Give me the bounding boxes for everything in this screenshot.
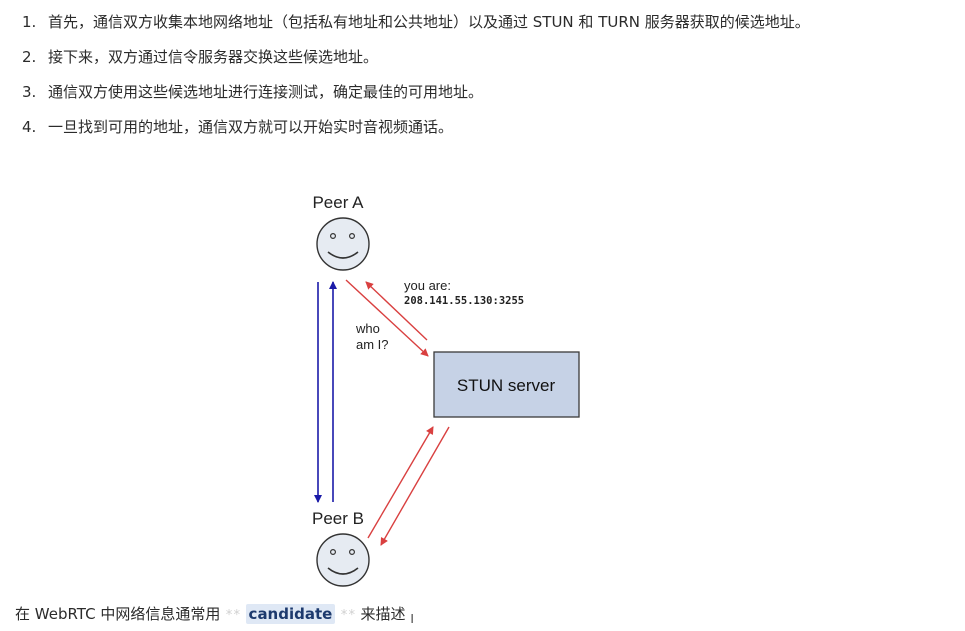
stun-server-label: STUN server <box>457 376 556 395</box>
markdown-stars-left: ** <box>225 608 241 623</box>
caption-prefix: 在 WebRTC 中网络信息通常用 <box>15 605 221 623</box>
list-item: 4. 一旦找到可用的地址，通信双方就可以开始实时音视频通话。 <box>22 115 882 139</box>
markdown-stars-right: ** <box>340 608 356 623</box>
public-address-label: 208.141.55.130:3255 <box>404 295 524 307</box>
text-cursor-icon: I <box>410 612 414 626</box>
who-label: who <box>355 321 380 336</box>
red-arrow-b-to-server <box>367 426 434 539</box>
caption-line: 在 WebRTC 中网络信息通常用 ** candidate ** 来描述 I <box>15 602 414 631</box>
peer-b-face-icon <box>316 533 370 587</box>
peer-a-face-icon <box>316 217 370 271</box>
list-text: 通信双方使用这些候选地址进行连接测试，确定最佳的可用地址。 <box>48 83 484 101</box>
list-text: 一旦找到可用的地址，通信双方就可以开始实时音视频通话。 <box>48 118 454 136</box>
list-item: 1. 首先，通信双方收集本地网络地址（包括私有地址和公共地址）以及通过 STUN… <box>22 10 882 34</box>
stun-server-box <box>433 351 580 418</box>
list-number: 2. <box>22 48 37 66</box>
list-text: 首先，通信双方收集本地网络地址（包括私有地址和公共地址）以及通过 STUN 和 … <box>48 13 810 31</box>
candidate-term[interactable]: candidate <box>245 604 336 624</box>
peer-a-label: Peer A <box>312 193 364 212</box>
list-item: 3. 通信双方使用这些候选地址进行连接测试，确定最佳的可用地址。 <box>22 80 882 104</box>
list-text: 接下来，双方通过信令服务器交换这些候选地址。 <box>48 48 379 66</box>
caption-suffix: 来描述 <box>360 605 406 623</box>
you-are-label: you are: <box>404 278 451 293</box>
red-arrow-server-to-a <box>365 281 428 341</box>
am-i-label: am I? <box>356 337 389 352</box>
red-arrow-server-to-b <box>380 426 450 546</box>
list-number: 4. <box>22 118 37 136</box>
list-number: 3. <box>22 83 37 101</box>
red-arrow-a-to-server <box>345 279 429 357</box>
steps-list: 1. 首先，通信双方收集本地网络地址（包括私有地址和公共地址）以及通过 STUN… <box>22 10 882 150</box>
list-number: 1. <box>22 13 37 31</box>
list-item: 2. 接下来，双方通过信令服务器交换这些候选地址。 <box>22 45 882 69</box>
peer-b-label: Peer B <box>312 509 364 528</box>
